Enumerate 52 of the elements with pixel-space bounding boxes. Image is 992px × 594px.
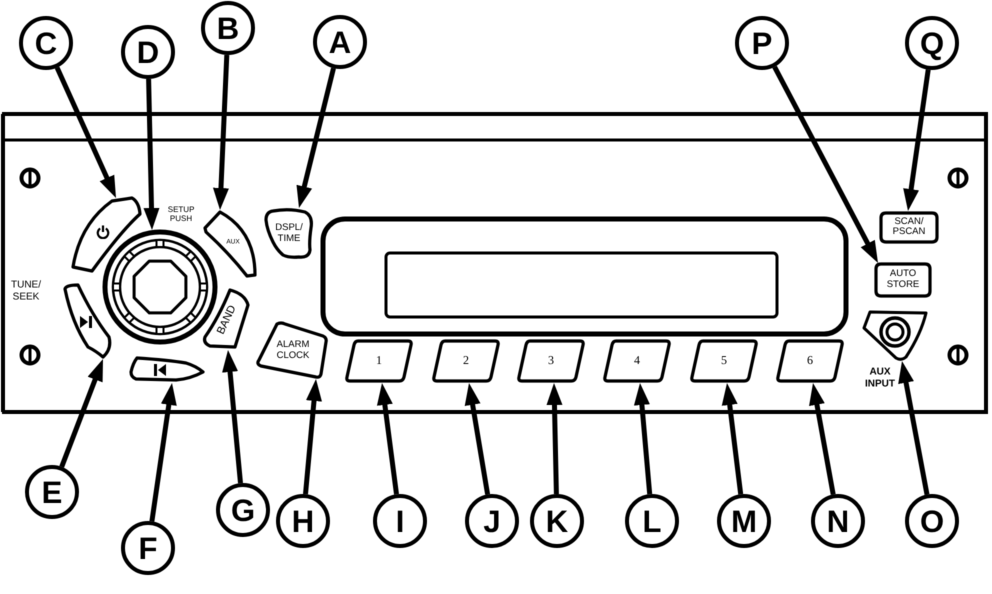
callout-letter: B — [201, 1, 255, 55]
leader-arrow — [59, 358, 106, 468]
preset-button: 3 — [516, 339, 586, 383]
leader-arrow — [809, 382, 836, 495]
scan-button: SCAN/ PSCAN — [879, 211, 939, 244]
leader-arrow — [212, 54, 230, 210]
leader-arrow — [903, 69, 931, 212]
callout-letter: J — [465, 494, 519, 548]
preset-button: 2 — [431, 339, 501, 383]
alarm-button: ALARM CLOCK — [255, 321, 329, 380]
leader-arrow — [546, 382, 562, 494]
leader-arrow — [898, 360, 930, 495]
part-label: AUX INPUT — [865, 366, 895, 390]
callout-letter: D — [121, 25, 175, 79]
preset-button: 1 — [344, 339, 414, 383]
leader-arrow — [54, 66, 118, 200]
callout-letter: A — [313, 15, 367, 69]
callout-letter: O — [905, 494, 959, 548]
leader-arrow — [722, 382, 744, 494]
callout-letter: G — [216, 483, 270, 537]
callout-letter: M — [717, 494, 771, 548]
aux-jack — [861, 308, 929, 362]
callout-letter: H — [276, 494, 330, 548]
callout-letter: L — [625, 494, 679, 548]
leader-arrow — [303, 378, 322, 494]
leader-arrow — [222, 350, 243, 484]
preset-button: 5 — [689, 339, 759, 383]
callout-letter: Q — [905, 16, 959, 70]
auto-store-button: AUTO STORE — [874, 262, 932, 298]
skip-forward-button — [62, 283, 113, 360]
part-label: TUNE/ SEEK — [11, 280, 41, 302]
preset-button: 4 — [602, 339, 672, 383]
preset-button: 6 — [775, 339, 845, 383]
callout-letter: F — [121, 521, 175, 575]
callout-letter: E — [25, 465, 79, 519]
display-button: DSPL/ TIME — [263, 208, 315, 260]
power-button — [70, 196, 142, 274]
callout-letter: N — [811, 494, 865, 548]
part-label: SETUP PUSH — [168, 204, 194, 224]
callout-letter: P — [735, 16, 789, 70]
callout-letter: K — [530, 494, 584, 548]
callout-letter: C — [19, 16, 73, 70]
leader-arrow — [144, 78, 160, 230]
leader-arrow — [376, 382, 399, 495]
band-button: BAND — [201, 287, 251, 350]
leader-arrow — [772, 66, 880, 264]
leader-arrow — [296, 68, 336, 209]
leader-arrow — [149, 382, 177, 522]
leader-arrow — [464, 382, 490, 495]
callout-letter: I — [373, 494, 427, 548]
leader-arrow — [634, 382, 652, 494]
skip-back-button — [128, 355, 206, 383]
